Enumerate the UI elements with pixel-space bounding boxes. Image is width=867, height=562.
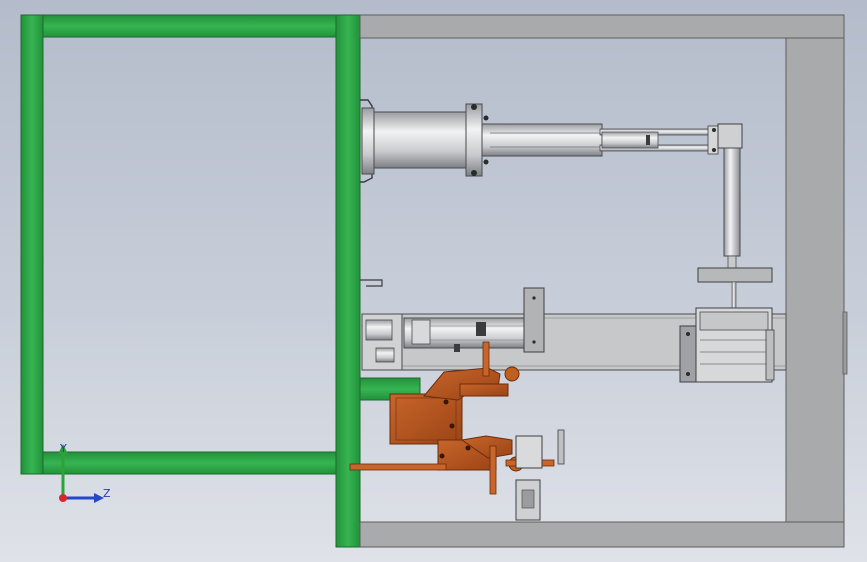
frame-bottom-beam[interactable] [42, 451, 337, 475]
clamp-rod-lower [489, 445, 497, 495]
plate-right-tab [842, 311, 848, 375]
vertical-guide-block [717, 123, 743, 149]
cylinder-rod-sleeve [481, 123, 603, 157]
clamp-pushrod [349, 463, 447, 471]
frame-middle-post[interactable] [335, 14, 361, 548]
gray-plate-frame[interactable] [359, 14, 848, 548]
z-arrow-head-icon [94, 493, 104, 503]
flange-bolt-icon [471, 104, 477, 110]
vertical-cylinder-body[interactable] [723, 147, 741, 257]
slide-stop-block [523, 287, 545, 353]
stop-bolt-icon [532, 296, 536, 300]
clamp-housing[interactable] [389, 393, 463, 445]
cylinder-front-flange [465, 103, 483, 177]
carriage-bolt-icon [686, 372, 690, 376]
pivot-pin-icon [465, 445, 471, 451]
cylinder-barrel[interactable] [373, 111, 467, 169]
green-frame[interactable] [20, 14, 421, 548]
vertical-mount-plate [697, 267, 773, 283]
plate-top[interactable] [359, 14, 845, 39]
pivot-pin-icon [439, 453, 445, 459]
vertical-slide-assembly[interactable] [697, 123, 773, 309]
upper-cylinder-assembly[interactable] [360, 99, 719, 183]
clamp-pivot-rod [482, 341, 490, 377]
coordinate-triad: Y Z [58, 442, 111, 503]
z-axis-label: Z [103, 487, 111, 500]
rod-nut-icon [712, 148, 716, 152]
rail-bracket [360, 279, 383, 287]
clamp-knob-icon[interactable] [504, 366, 520, 382]
carriage-bolt-icon [686, 332, 690, 336]
x-axis-origin-icon [59, 494, 67, 502]
piston-rod[interactable] [601, 131, 659, 149]
upper-clamp-jaw [459, 383, 509, 397]
clamp-fixture[interactable] [349, 341, 565, 521]
frame-left-post[interactable] [20, 14, 44, 475]
pivot-pin-icon [443, 399, 449, 405]
y-arrow-head-icon [58, 444, 68, 454]
plate-right[interactable] [785, 37, 845, 523]
flange-bolt-icon [483, 159, 489, 165]
vertical-connecting-rod [731, 281, 737, 309]
middle-slide-assembly[interactable] [360, 279, 787, 383]
flange-bolt-icon [471, 170, 477, 176]
rod-nut-icon [712, 128, 716, 132]
frame-top-beam[interactable] [42, 14, 337, 38]
y-axis-label: Y [59, 442, 67, 455]
cylinder-rear-cap [361, 107, 375, 175]
lower-guide-block [515, 435, 543, 469]
pivot-pin-icon [449, 423, 455, 429]
stop-bolt-icon [532, 340, 536, 344]
carriage-end-cap [679, 325, 697, 383]
plate-bottom[interactable] [359, 521, 845, 548]
flange-bolt-icon [483, 115, 489, 121]
